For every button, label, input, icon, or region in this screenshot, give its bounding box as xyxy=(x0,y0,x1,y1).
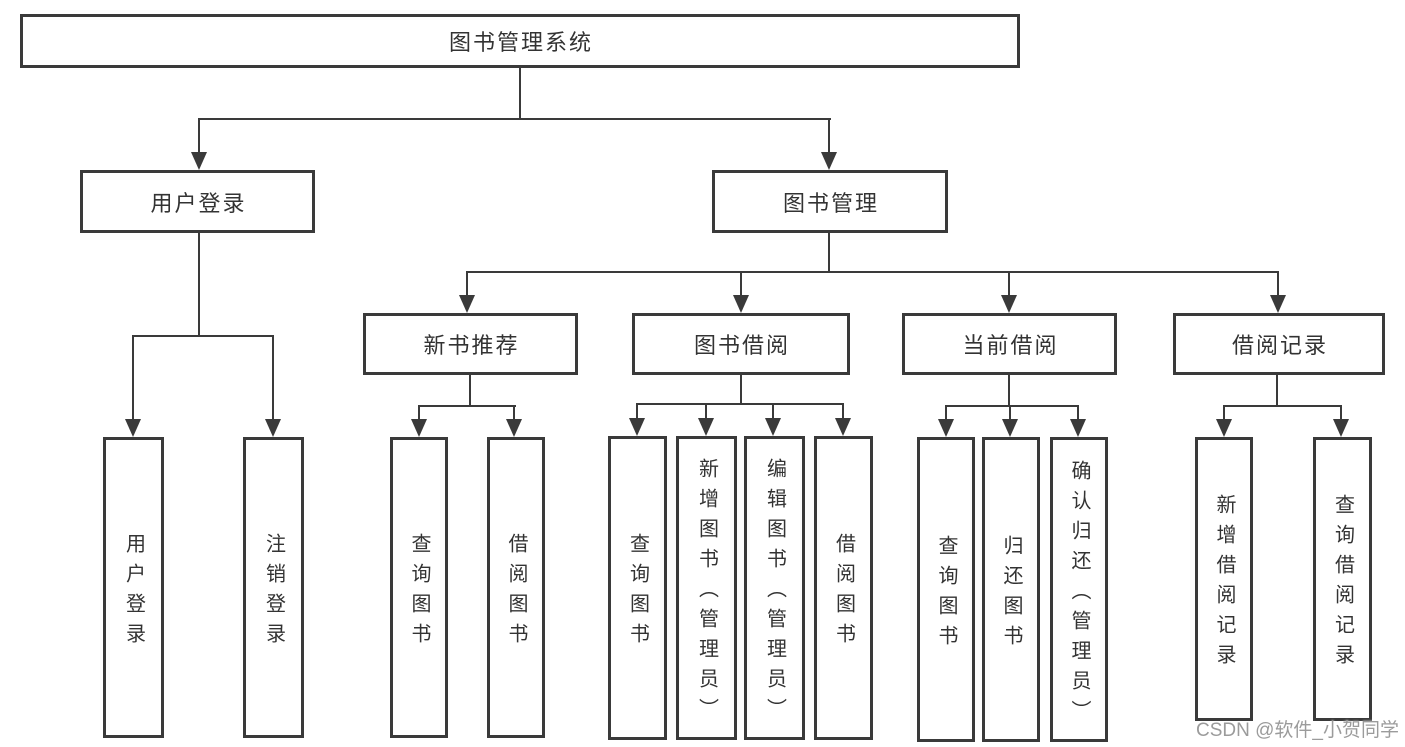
connector-line xyxy=(198,118,200,154)
leaf-query-books-current: 查询图书 xyxy=(917,437,975,742)
leaf-add-book-admin: 新增图书（管理员） xyxy=(676,436,737,740)
connector-line xyxy=(636,403,843,405)
arrow-down-icon xyxy=(191,152,207,170)
arrow-down-icon xyxy=(1270,295,1286,313)
node-label: 用户登录 xyxy=(150,190,247,216)
connector-line xyxy=(1008,375,1010,407)
arrow-down-icon xyxy=(125,419,141,437)
connector-line xyxy=(740,375,742,405)
node-label: 查询图书 xyxy=(626,533,649,653)
node-label: 借阅图书 xyxy=(832,533,855,653)
node-library-management-system: 图书管理系统 xyxy=(20,14,1020,68)
node-label: 查询借阅记录 xyxy=(1331,494,1354,674)
arrow-down-icon xyxy=(629,418,645,436)
leaf-borrow-book-recommend: 借阅图书 xyxy=(487,437,545,738)
connector-line xyxy=(842,403,844,420)
connector-line xyxy=(418,405,420,421)
node-label: 新增借阅记录 xyxy=(1213,494,1235,674)
node-label: 归还图书 xyxy=(1000,534,1022,655)
node-new-book-recommend: 新书推荐 xyxy=(363,313,578,375)
arrow-down-icon xyxy=(265,419,281,437)
leaf-query-borrow-record: 查询借阅记录 xyxy=(1313,437,1372,721)
node-label: 查询图书 xyxy=(935,534,957,655)
leaf-user-login: 用户登录 xyxy=(103,437,164,738)
leaf-return-book: 归还图书 xyxy=(982,437,1040,742)
csdn-watermark: CSDN @软件_小贺同学 xyxy=(1196,720,1399,741)
connector-line xyxy=(1077,405,1079,421)
node-label: 新增图书（管理员） xyxy=(695,458,718,728)
connector-line xyxy=(1008,271,1010,297)
connector-line xyxy=(945,405,1079,407)
node-borrow-records: 借阅记录 xyxy=(1173,313,1385,375)
leaf-query-books-recommend: 查询图书 xyxy=(390,437,448,738)
arrow-down-icon xyxy=(1216,419,1232,437)
leaf-logout: 注销登录 xyxy=(243,437,304,738)
node-label: 查询图书 xyxy=(408,532,430,653)
node-label: 当前借阅 xyxy=(962,333,1059,358)
node-label: 新书推荐 xyxy=(423,333,520,358)
connector-line xyxy=(705,403,707,420)
node-label: 借阅记录 xyxy=(1231,333,1328,358)
connector-line xyxy=(1276,375,1278,407)
node-label: 用户登录 xyxy=(122,532,145,653)
connector-line xyxy=(132,335,134,421)
leaf-borrow-book: 借阅图书 xyxy=(814,436,873,740)
node-book-management: 图书管理 xyxy=(712,170,948,233)
arrow-down-icon xyxy=(1070,419,1086,437)
connector-line xyxy=(1223,405,1225,421)
node-user-login: 用户登录 xyxy=(80,170,315,233)
leaf-edit-book-admin: 编辑图书（管理员） xyxy=(744,436,805,740)
node-label: 确认归还（管理员） xyxy=(1068,459,1090,730)
connector-line xyxy=(513,405,515,421)
arrow-down-icon xyxy=(821,152,837,170)
connector-line xyxy=(740,271,742,297)
connector-line xyxy=(945,405,947,421)
connector-line xyxy=(772,403,774,420)
node-label: 图书管理 xyxy=(782,190,879,216)
arrow-down-icon xyxy=(698,418,714,436)
node-book-borrowing: 图书借阅 xyxy=(632,313,850,375)
arrow-down-icon xyxy=(1002,419,1018,437)
node-label: 注销登录 xyxy=(262,532,285,653)
node-label: 借阅图书 xyxy=(505,532,527,653)
leaf-query-books-borrowing: 查询图书 xyxy=(608,436,667,740)
node-label: 图书借阅 xyxy=(693,333,790,358)
connector-line xyxy=(469,375,471,407)
node-label: 编辑图书（管理员） xyxy=(763,458,786,728)
arrow-down-icon xyxy=(459,295,475,313)
connector-line xyxy=(1277,271,1279,297)
arrow-down-icon xyxy=(938,419,954,437)
connector-line xyxy=(466,271,468,297)
leaf-add-borrow-record: 新增借阅记录 xyxy=(1195,437,1253,721)
connector-line xyxy=(1223,405,1342,407)
connector-line xyxy=(1009,405,1011,421)
arrow-down-icon xyxy=(1333,419,1349,437)
node-label: 图书管理系统 xyxy=(448,30,593,55)
connector-line xyxy=(1340,405,1342,421)
leaf-confirm-return-admin: 确认归还（管理员） xyxy=(1050,437,1108,742)
connector-line xyxy=(198,118,831,120)
arrow-down-icon xyxy=(835,418,851,436)
connector-line xyxy=(636,403,638,420)
connector-line xyxy=(828,118,830,154)
arrow-down-icon xyxy=(506,419,522,437)
connector-line xyxy=(132,335,274,337)
arrow-down-icon xyxy=(1001,295,1017,313)
connector-line xyxy=(418,405,516,407)
connector-line xyxy=(272,335,274,421)
node-current-borrowing: 当前借阅 xyxy=(902,313,1117,375)
connector-line xyxy=(198,232,200,337)
arrow-down-icon xyxy=(733,295,749,313)
arrow-down-icon xyxy=(765,418,781,436)
arrow-down-icon xyxy=(411,419,427,437)
connector-line xyxy=(519,68,521,120)
connector-line xyxy=(466,271,1279,273)
connector-line xyxy=(828,232,830,273)
